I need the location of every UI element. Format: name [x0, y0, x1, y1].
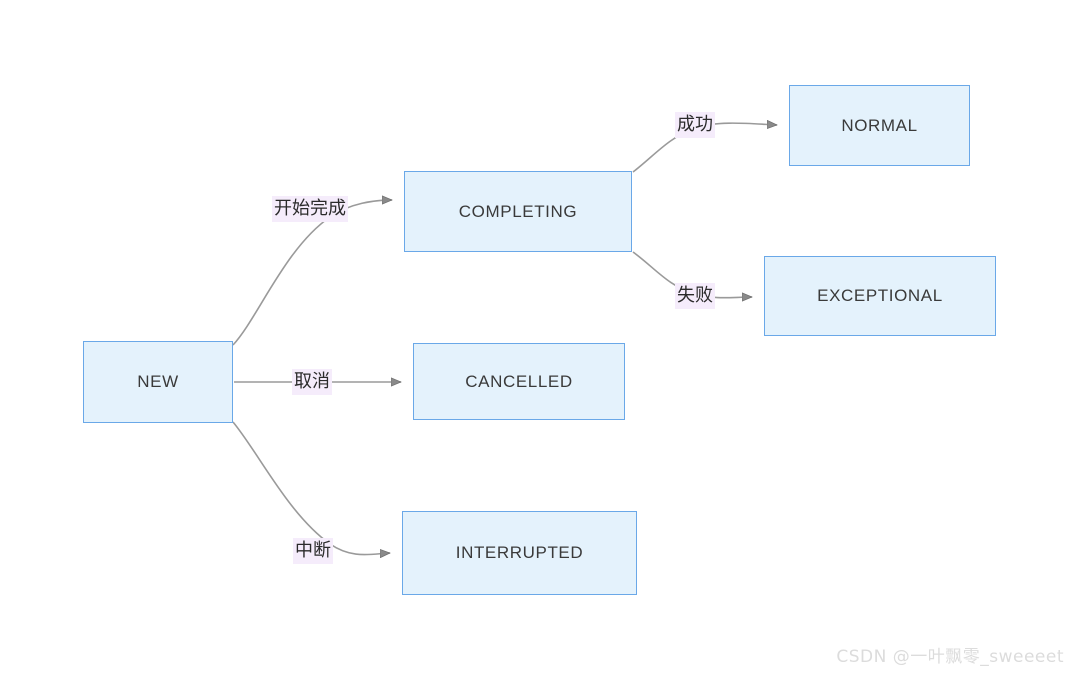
node-completing[interactable]: COMPLETING	[404, 171, 632, 252]
edge-label-completing-to-exceptional: 失败	[675, 283, 715, 309]
node-interrupted-label: INTERRUPTED	[455, 543, 584, 562]
node-new-label: NEW	[137, 372, 179, 391]
edge-label-new-to-interrupted: 中断	[293, 538, 333, 564]
node-new[interactable]: NEW	[83, 341, 233, 423]
edge-label-new-to-cancelled: 取消	[292, 369, 332, 395]
edge-new-to-interrupted	[232, 421, 390, 555]
node-cancelled-label: CANCELLED	[465, 371, 573, 391]
edge-label-new-to-completing: 开始完成	[272, 196, 348, 222]
node-cancelled[interactable]: CANCELLED	[413, 343, 625, 420]
node-interrupted[interactable]: INTERRUPTED	[402, 511, 637, 595]
node-exceptional[interactable]: EXCEPTIONAL	[764, 256, 996, 336]
node-normal-label: NORMAL	[841, 115, 918, 135]
watermark-text: CSDN @一叶飘零_sweeeet	[836, 647, 1064, 667]
node-normal[interactable]: NORMAL	[789, 85, 970, 166]
edge-label-completing-to-normal: 成功	[675, 112, 715, 138]
node-completing-label: COMPLETING	[458, 201, 578, 221]
node-exceptional-label: EXCEPTIONAL	[817, 286, 943, 305]
